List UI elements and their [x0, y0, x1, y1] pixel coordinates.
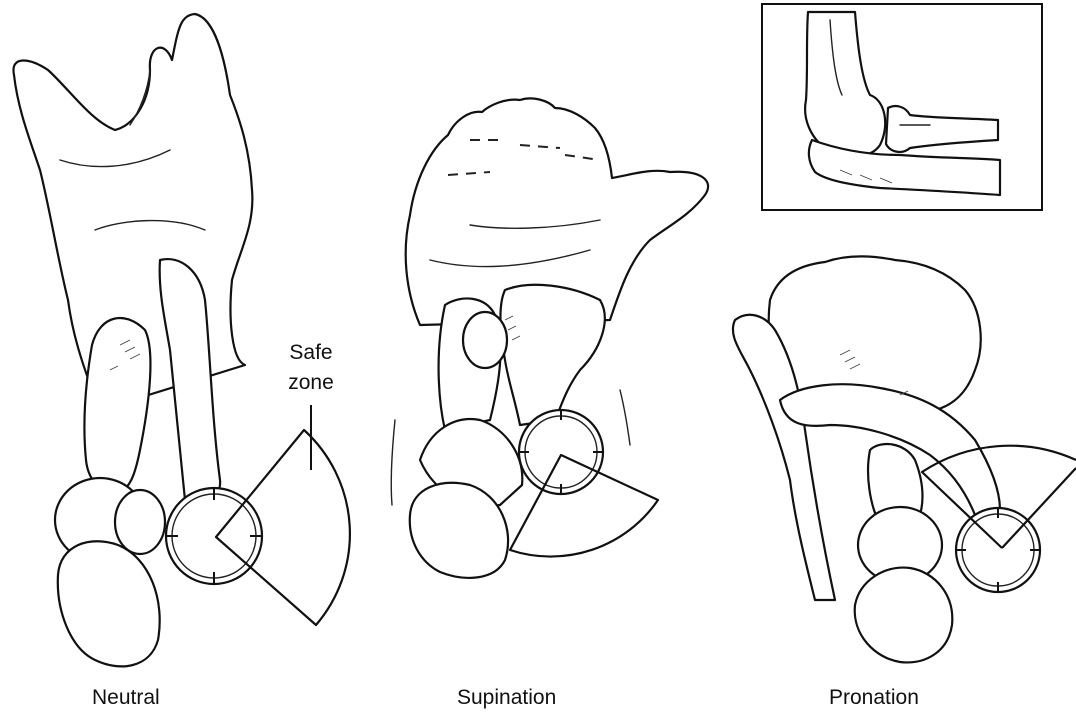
neutral-caption: Neutral [92, 686, 160, 710]
safe-zone-label-line1: Safe [271, 338, 351, 368]
supination-radial-head [519, 410, 603, 494]
supination-hand-illustration [391, 98, 708, 577]
pronation-caption: Pronation [829, 686, 919, 710]
supination-radius [500, 285, 604, 425]
elbow-inset-illustration [762, 4, 1042, 210]
supination-caption: Supination [457, 686, 556, 710]
safe-zone-label: Safe zone [271, 338, 351, 398]
neutral-radial-head [166, 488, 262, 584]
neutral-ulna [84, 318, 150, 495]
safe-zone-label-line2: zone [271, 368, 351, 398]
neutral-hand-illustration [13, 14, 262, 666]
pronation-elbow-illustration [733, 256, 1040, 662]
